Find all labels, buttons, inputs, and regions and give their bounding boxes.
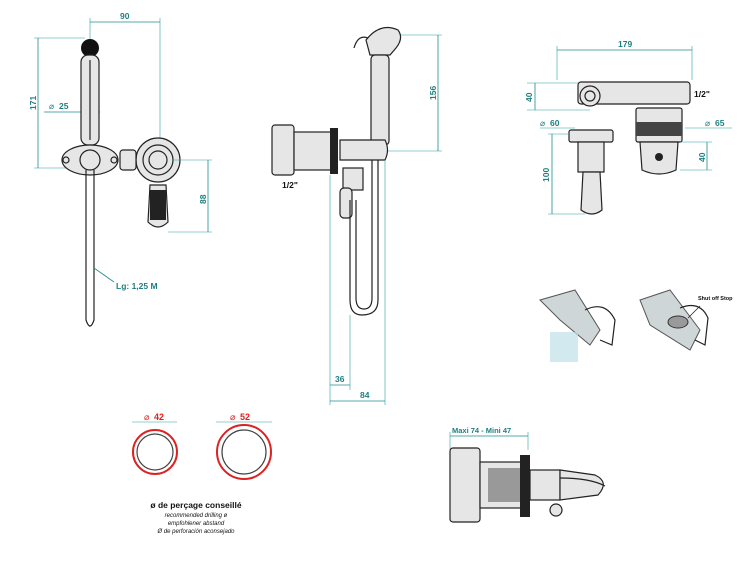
drilling-rings: ⌀ 42 ⌀ 52 ø de perçage conseillé recomme… [132, 412, 272, 535]
side-view: 156 1/2" 36 84 [271, 27, 442, 405]
drilling-title: ø de perçage conseillé [150, 500, 241, 510]
holder-bracket [61, 144, 119, 176]
top-diam-symbol-right: ⌀ [705, 118, 711, 128]
drill-ring-large [216, 424, 272, 480]
wall-view: Maxi 74 - Mini 47 [449, 426, 606, 523]
wall-depth-label: Maxi 74 - Mini 47 [452, 426, 511, 435]
drill-small-symbol: ⌀ [144, 412, 150, 422]
drill-large-symbol: ⌀ [230, 412, 236, 422]
top-view: 179 40 1/2" ⌀ 60 ⌀ 65 100 4 [524, 39, 732, 215]
top-diam-right-dim: 65 [715, 118, 725, 128]
spray-head [365, 27, 402, 56]
top-diam-left-dim: 60 [550, 118, 560, 128]
front-width-dim: 90 [120, 11, 130, 21]
drill-large-diam: 52 [240, 412, 250, 422]
drill-small-diam: 42 [154, 412, 164, 422]
top-knob-dim: 40 [697, 152, 707, 162]
hose [85, 170, 95, 327]
front-view: 90 171 ⌀ 25 88 Lg: 1,25 [28, 11, 212, 327]
drill-ring-small [132, 429, 178, 475]
drilling-line-en: recommended drilling ø [165, 513, 228, 519]
drilling-line-es: Ø de perforación aconsejado [156, 529, 235, 535]
top-diam-symbol-left: ⌀ [540, 118, 546, 128]
shutoff-label: Shut off Stop [698, 296, 733, 302]
shutoff-detail: Shut off Stop [539, 289, 733, 362]
front-height-dim: 171 [28, 96, 38, 110]
top-width-dim: 179 [618, 39, 632, 49]
hose-length-label: Lg: 1,25 M [116, 281, 158, 291]
drilling-line-de: empfohlener abstand [168, 521, 225, 527]
front-diameter-dim: 25 [59, 101, 69, 111]
wall-flange-large [449, 447, 481, 523]
top-depth-dim: 100 [541, 168, 551, 182]
top-body-bar [577, 81, 691, 105]
top-height-dim: 40 [524, 92, 534, 102]
side-depth-dim: 84 [360, 390, 370, 400]
side-height-dim: 156 [428, 86, 438, 100]
valve-drop-dim: 88 [198, 194, 208, 204]
side-hose-loop [349, 160, 379, 316]
handset-knob [81, 39, 99, 57]
side-offset-dim: 36 [335, 374, 345, 384]
top-thread-label: 1/2" [694, 89, 710, 99]
wall-flange [271, 124, 295, 176]
top-handle [580, 171, 603, 215]
diameter-symbol: ⌀ [49, 101, 55, 111]
side-thread-label: 1/2" [282, 180, 298, 190]
